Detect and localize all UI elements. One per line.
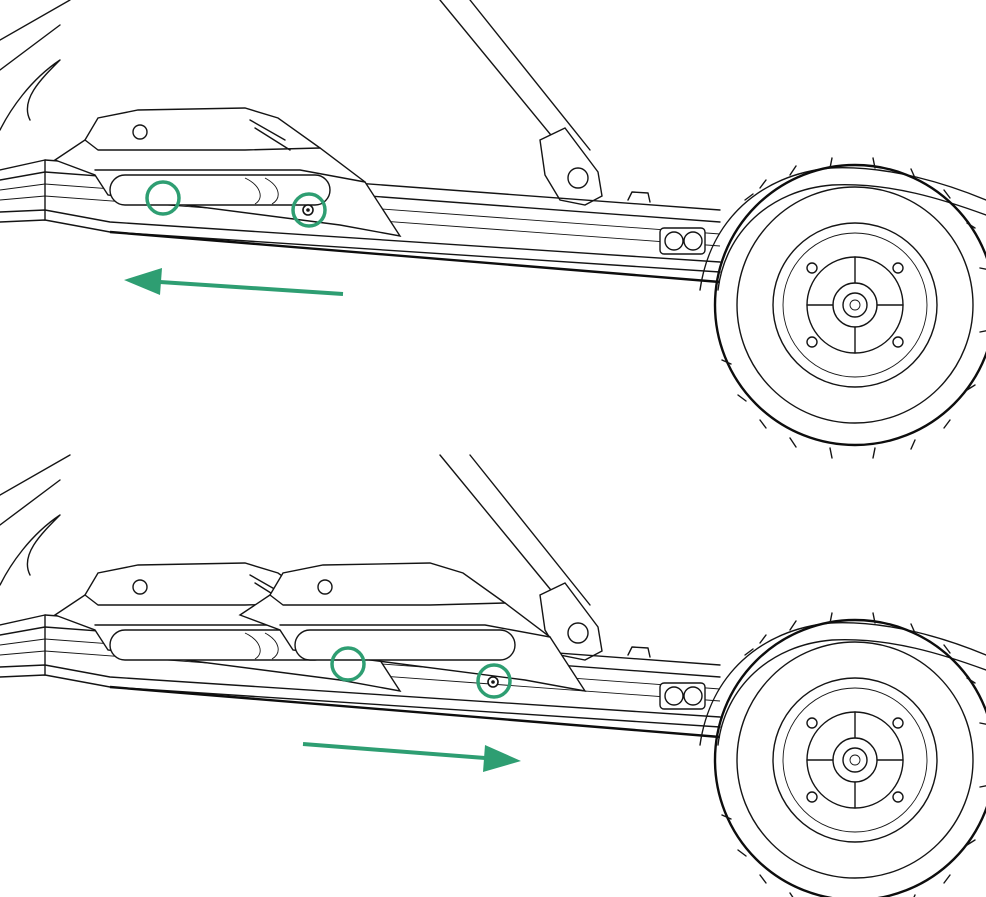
slot-bolt-center — [491, 680, 495, 684]
slot-bolt-center — [306, 208, 310, 212]
highlight-circle-front-bolt — [145, 180, 181, 216]
highlight-circle-front-bolt — [330, 646, 366, 682]
highlight-circle-rear-bolt — [476, 663, 512, 699]
top-panel — [0, 0, 986, 460]
bottom-panel — [0, 453, 986, 897]
scooter-base-illustration — [0, 0, 986, 460]
seat-mount-shifted — [238, 562, 587, 692]
arrow-right — [302, 742, 521, 772]
arrow-left — [124, 268, 344, 296]
highlight-circle-rear-bolt — [291, 192, 327, 228]
